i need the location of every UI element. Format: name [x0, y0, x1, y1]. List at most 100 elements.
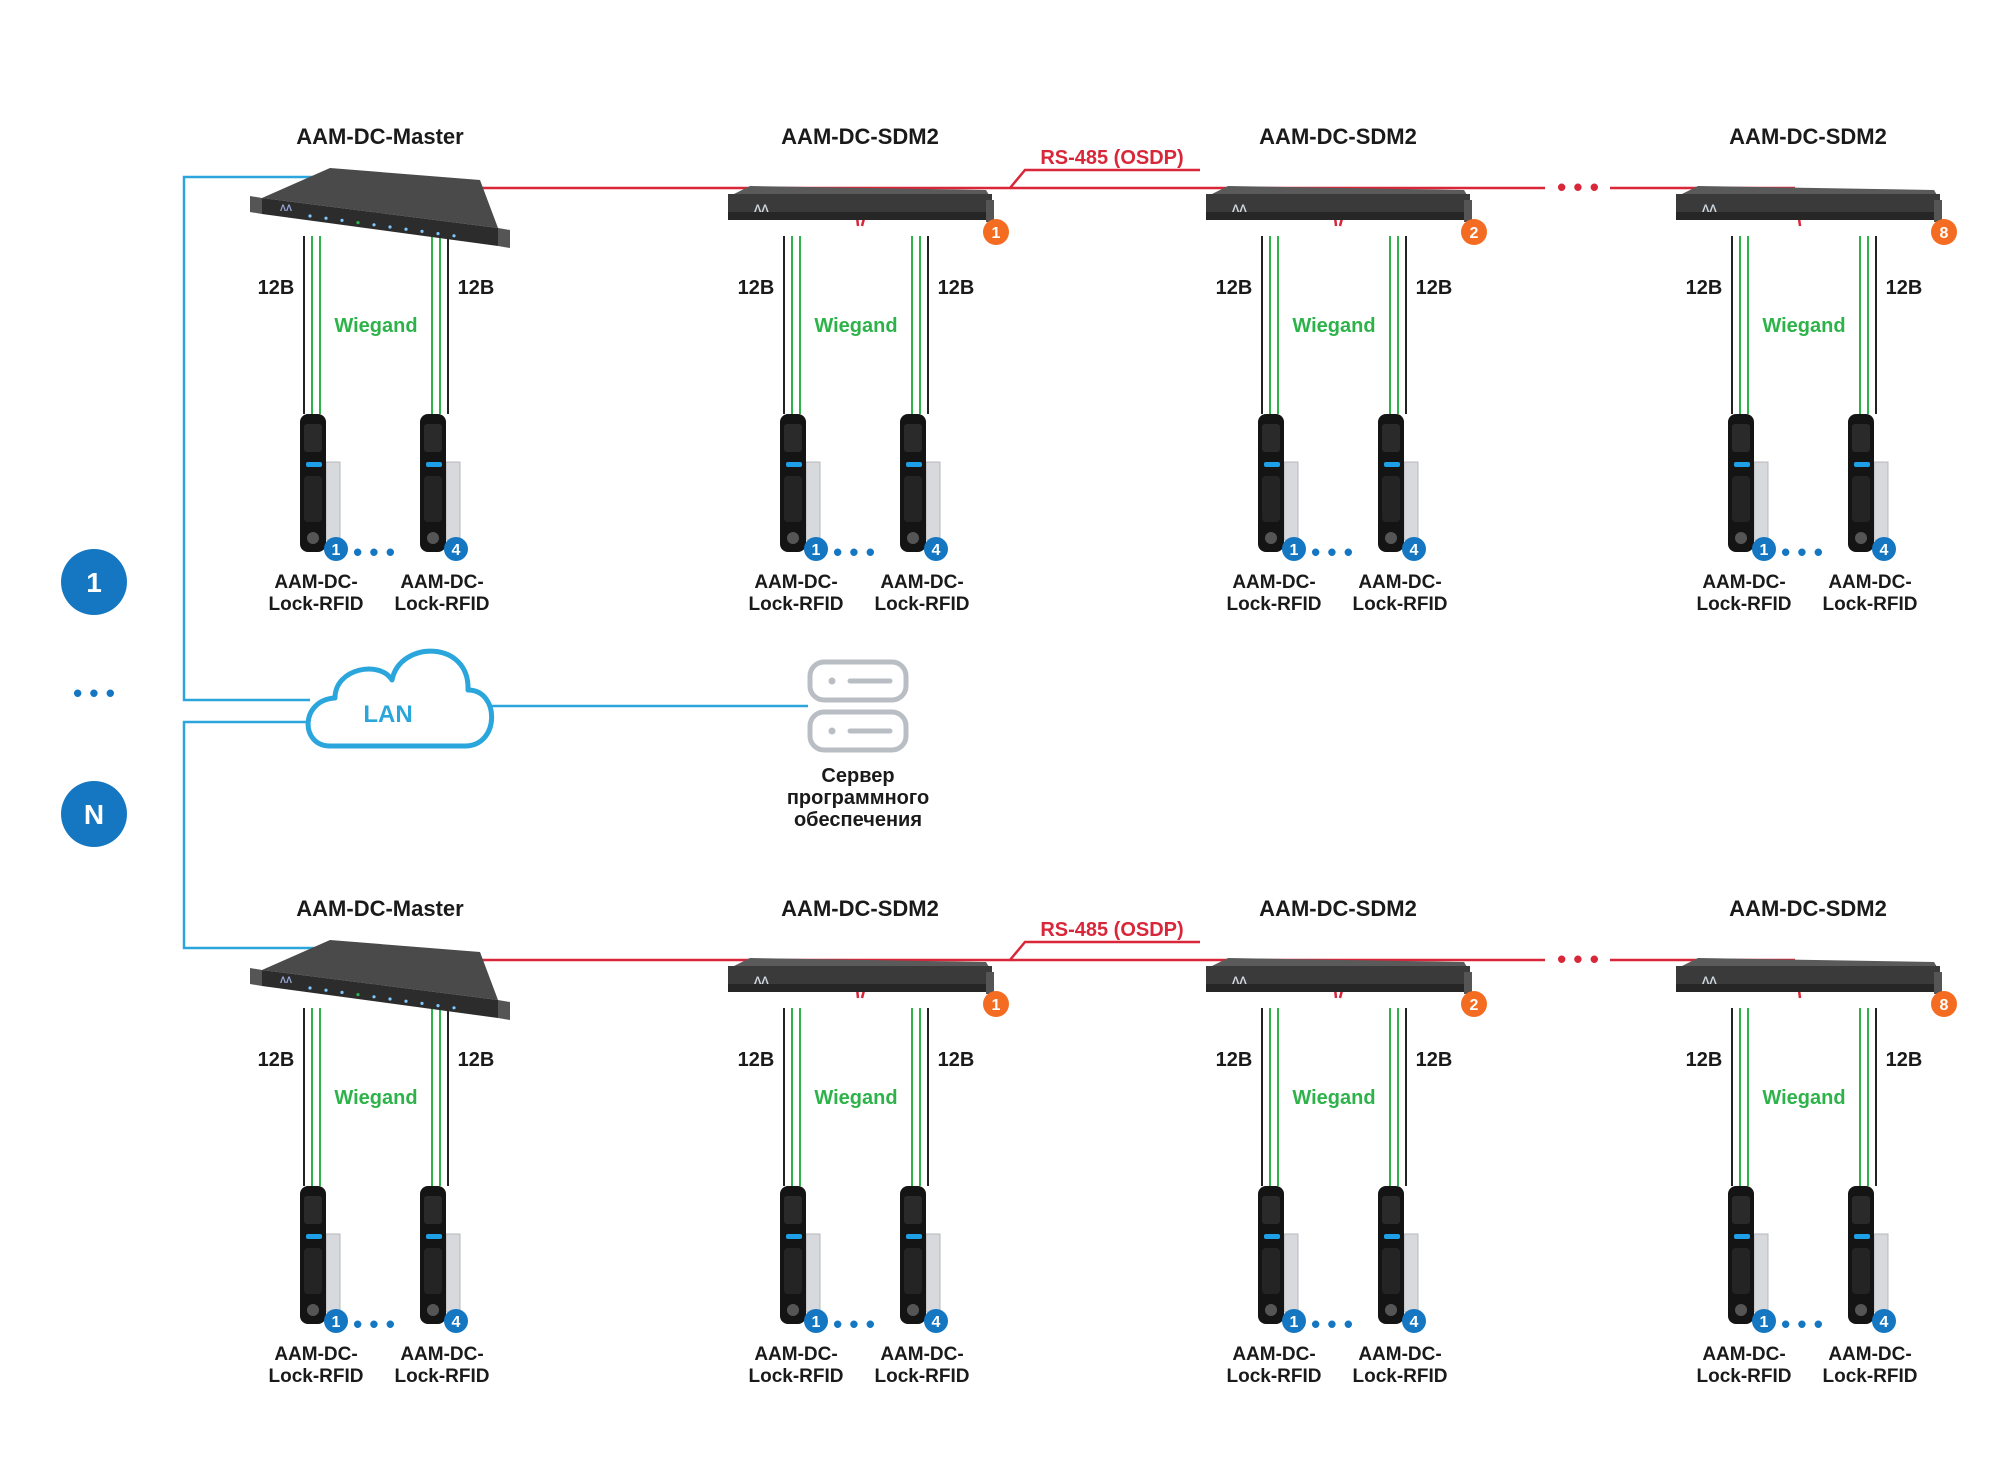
lock-caption-4-line1: AAM-DC-	[880, 572, 963, 593]
slave-controller-icon: ΛΛ	[1206, 186, 1472, 222]
slave-number-badge	[983, 219, 1009, 245]
brand-mark: ΛΛ	[280, 203, 292, 213]
lock-caption-1-line1: AAM-DC-	[1232, 1344, 1315, 1365]
cabinet-lock-icon: 4	[1848, 414, 1896, 561]
lock-caption-1-line1: AAM-DC-	[1702, 572, 1785, 593]
lock-cylinder	[307, 1304, 319, 1316]
lock-caption-4-line2: Lock-RFID	[875, 594, 970, 615]
segment-ellipsis: • • •	[73, 678, 115, 708]
led	[372, 223, 376, 227]
cabinet-lock-icon: 4	[900, 1186, 948, 1333]
lock-number-badge	[804, 1309, 828, 1333]
brand-mark: ΛΛ	[280, 975, 292, 985]
lock-number: 1	[1290, 1314, 1299, 1331]
controller-bottom	[728, 212, 992, 220]
segment-badge-first	[61, 549, 127, 615]
lock-ellipsis: • • •	[1781, 1309, 1823, 1339]
led	[388, 225, 392, 229]
lock-caption-4-line2: Lock-RFID	[1353, 594, 1448, 615]
slave-number-badge	[1931, 991, 1957, 1017]
lock-cylinder	[427, 1304, 439, 1316]
lock-caption-4-line1: AAM-DC-	[880, 1344, 963, 1365]
lock-led	[1264, 462, 1280, 467]
lock-number: 1	[1760, 1314, 1769, 1331]
wiegand-label: Wiegand	[814, 315, 897, 337]
lock-handle	[1852, 476, 1870, 522]
controller-bottom	[1206, 212, 1470, 220]
lock-handle	[1382, 1248, 1400, 1294]
lock-handle	[1852, 1248, 1870, 1294]
slave-number-badge	[1461, 991, 1487, 1017]
rack-ear-left	[250, 968, 262, 986]
lock-bracket	[1283, 461, 1299, 541]
rack-ear-right	[498, 1000, 510, 1020]
segment-number-last: N	[84, 799, 104, 830]
rack-ear	[1934, 972, 1942, 994]
slave-number: 2	[1470, 997, 1479, 1014]
lock-led	[1854, 1234, 1870, 1239]
unit-wires	[1731, 1008, 1877, 1186]
slave-controller-icon: ΛΛ	[1676, 186, 1942, 222]
lock-cylinder	[1265, 1304, 1277, 1316]
led	[436, 1004, 440, 1008]
cloud-shape	[305, 648, 495, 749]
lock-number: 4	[1410, 542, 1419, 559]
lock-number-badge	[804, 537, 828, 561]
rack-ear	[986, 972, 994, 994]
lock-number: 4	[1880, 1314, 1889, 1331]
lock-reader	[1732, 1196, 1750, 1224]
lock-cylinder	[1855, 1304, 1867, 1316]
lock-ellipsis: • • •	[1311, 537, 1353, 567]
lock-cylinder	[1385, 1304, 1397, 1316]
led	[436, 232, 440, 236]
lock-cylinder	[907, 1304, 919, 1316]
master-controller-icon: ΛΛ	[250, 940, 510, 1020]
lock-bracket	[1873, 461, 1889, 541]
lock-caption-1-line1: AAM-DC-	[754, 1344, 837, 1365]
lock-number-badge	[1752, 1309, 1776, 1333]
led	[452, 234, 456, 238]
led	[452, 1006, 456, 1010]
lock-bracket	[1753, 461, 1769, 541]
cabinet-lock-icon: 1	[300, 1186, 348, 1333]
wiegand-label: Wiegand	[814, 1087, 897, 1109]
brand-mark: ΛΛ	[1232, 203, 1247, 215]
lock-reader	[784, 1196, 802, 1224]
lock-number: 1	[332, 542, 341, 559]
lock-ellipsis: • • •	[833, 537, 875, 567]
lock-reader	[424, 1196, 442, 1224]
lock-number-badge	[924, 537, 948, 561]
lock-caption-1-line2: Lock-RFID	[749, 594, 844, 615]
brand-mark: ΛΛ	[754, 975, 769, 987]
slave-number: 8	[1940, 225, 1949, 242]
lock-led	[306, 462, 322, 467]
segment-badge-last	[61, 781, 127, 847]
led	[404, 227, 408, 231]
lock-ellipsis: • • •	[1781, 537, 1823, 567]
lock-handle	[1262, 476, 1280, 522]
lock-caption-1-line2: Lock-RFID	[749, 1366, 844, 1387]
lock-number-badge	[1282, 1309, 1306, 1333]
slave-controller-icon: ΛΛ	[728, 186, 994, 222]
cabinet-lock-icon: 4	[900, 414, 948, 561]
lock-cylinder	[907, 532, 919, 544]
cabinet-lock-icon: 4	[1378, 414, 1426, 561]
voltage-label-right: 12В	[1416, 277, 1453, 299]
brand-mark: ΛΛ	[1702, 975, 1717, 987]
voltage-label-right: 12В	[938, 1049, 975, 1071]
lock-caption-4-line2: Lock-RFID	[1823, 594, 1918, 615]
lock-caption-4-line1: AAM-DC-	[400, 572, 483, 593]
lock-caption-1-line2: Lock-RFID	[1227, 594, 1322, 615]
rack-ear	[1464, 972, 1472, 994]
lock-cylinder	[1265, 532, 1277, 544]
voltage-label-left: 12В	[1686, 277, 1723, 299]
rack-ear	[1934, 200, 1942, 222]
lock-led	[426, 1234, 442, 1239]
slave-title: AAM-DC-SDM2	[1729, 896, 1887, 921]
rs485-bus: • • •RS-485 (OSDP)	[378, 919, 1802, 1000]
